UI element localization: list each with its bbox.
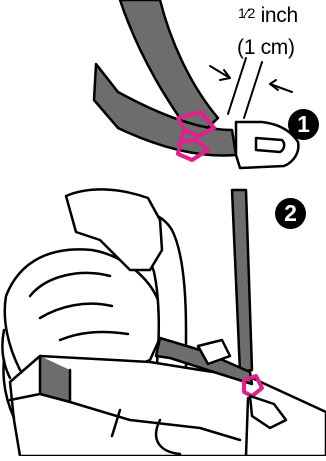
measurement-unit: inch [261, 4, 298, 27]
measurement-fraction: 1⁄2 [238, 5, 255, 21]
shoulder-belt-lower [232, 190, 252, 372]
tongue-slot [256, 138, 284, 152]
measurement-guides [210, 58, 292, 118]
measurement-label-cm: (1 cm) [237, 36, 295, 60]
step-2-badge: 2 [275, 198, 306, 229]
step-1-badge: 1 [288, 109, 319, 140]
measurement-label-inch: 1⁄2 inch [238, 4, 298, 28]
